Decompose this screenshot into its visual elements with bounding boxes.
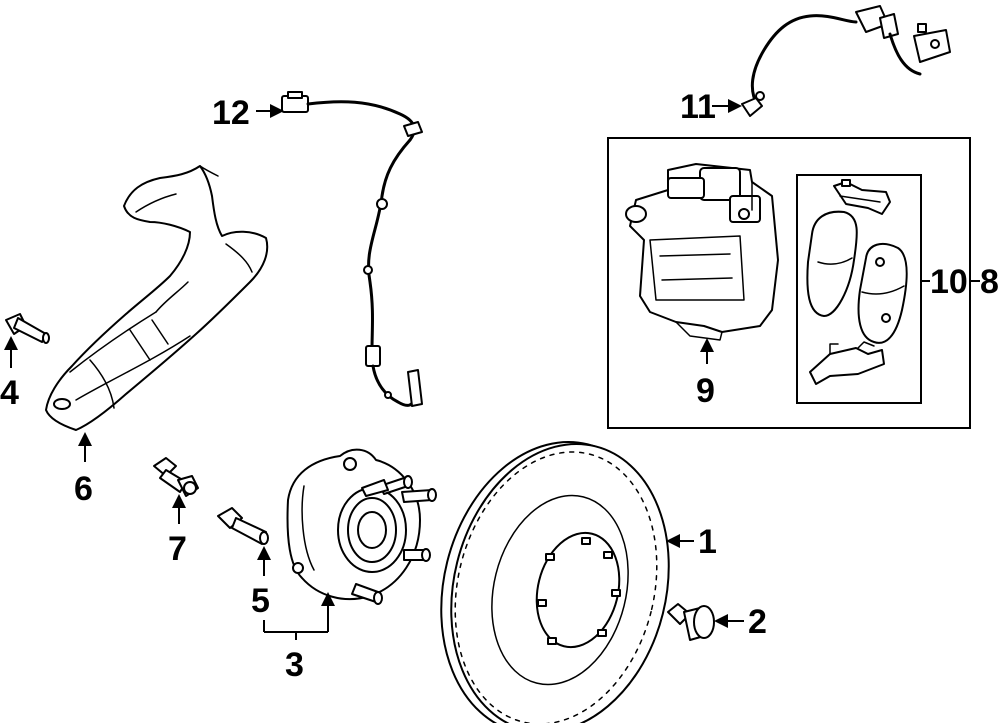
callout-4: 4 bbox=[0, 336, 19, 412]
part-bolt-7[interactable] bbox=[153, 457, 199, 497]
part-brake-caliper[interactable] bbox=[625, 163, 779, 341]
part-abs-sensor-wire-front[interactable] bbox=[281, 91, 423, 407]
callout-7-label: 7 bbox=[168, 530, 187, 568]
callout-5-label: 5 bbox=[251, 582, 270, 620]
callout-6-label: 6 bbox=[74, 470, 93, 508]
part-hub-bearing[interactable] bbox=[286, 448, 437, 605]
callout-12: 12 bbox=[212, 94, 284, 132]
part-dust-shield[interactable] bbox=[45, 165, 269, 431]
callout-3-label: 3 bbox=[285, 646, 304, 684]
part-brake-rotor[interactable] bbox=[411, 418, 698, 723]
part-rotor-screw[interactable] bbox=[667, 603, 715, 641]
callout-1-label: 1 bbox=[698, 523, 717, 561]
callout-6: 6 bbox=[74, 432, 93, 508]
callout-8-label: 8 bbox=[980, 263, 999, 301]
part-brake-pads[interactable] bbox=[806, 179, 908, 385]
callout-11: 11 bbox=[680, 88, 742, 126]
callout-11-label: 11 bbox=[680, 88, 716, 126]
part-bolt-5[interactable] bbox=[217, 507, 269, 545]
callout-8: 8 bbox=[970, 263, 999, 301]
callout-1: 1 bbox=[666, 523, 717, 561]
callout-2-label: 2 bbox=[748, 603, 767, 641]
callout-4-label: 4 bbox=[0, 374, 19, 412]
callout-5: 5 bbox=[251, 546, 271, 620]
part-bolt-4[interactable] bbox=[5, 313, 50, 344]
callout-12-label: 12 bbox=[212, 94, 250, 132]
part-abs-sensor-wire-rear[interactable] bbox=[741, 5, 951, 117]
callout-9: 9 bbox=[696, 338, 715, 410]
callout-2: 2 bbox=[714, 603, 767, 641]
callout-10: 10 bbox=[921, 263, 968, 301]
callout-7: 7 bbox=[168, 494, 187, 568]
caliper-assembly-box bbox=[607, 137, 971, 429]
callout-3: 3 bbox=[263, 592, 335, 684]
callout-10-label: 10 bbox=[930, 263, 968, 301]
callout-9-label: 9 bbox=[696, 372, 715, 410]
